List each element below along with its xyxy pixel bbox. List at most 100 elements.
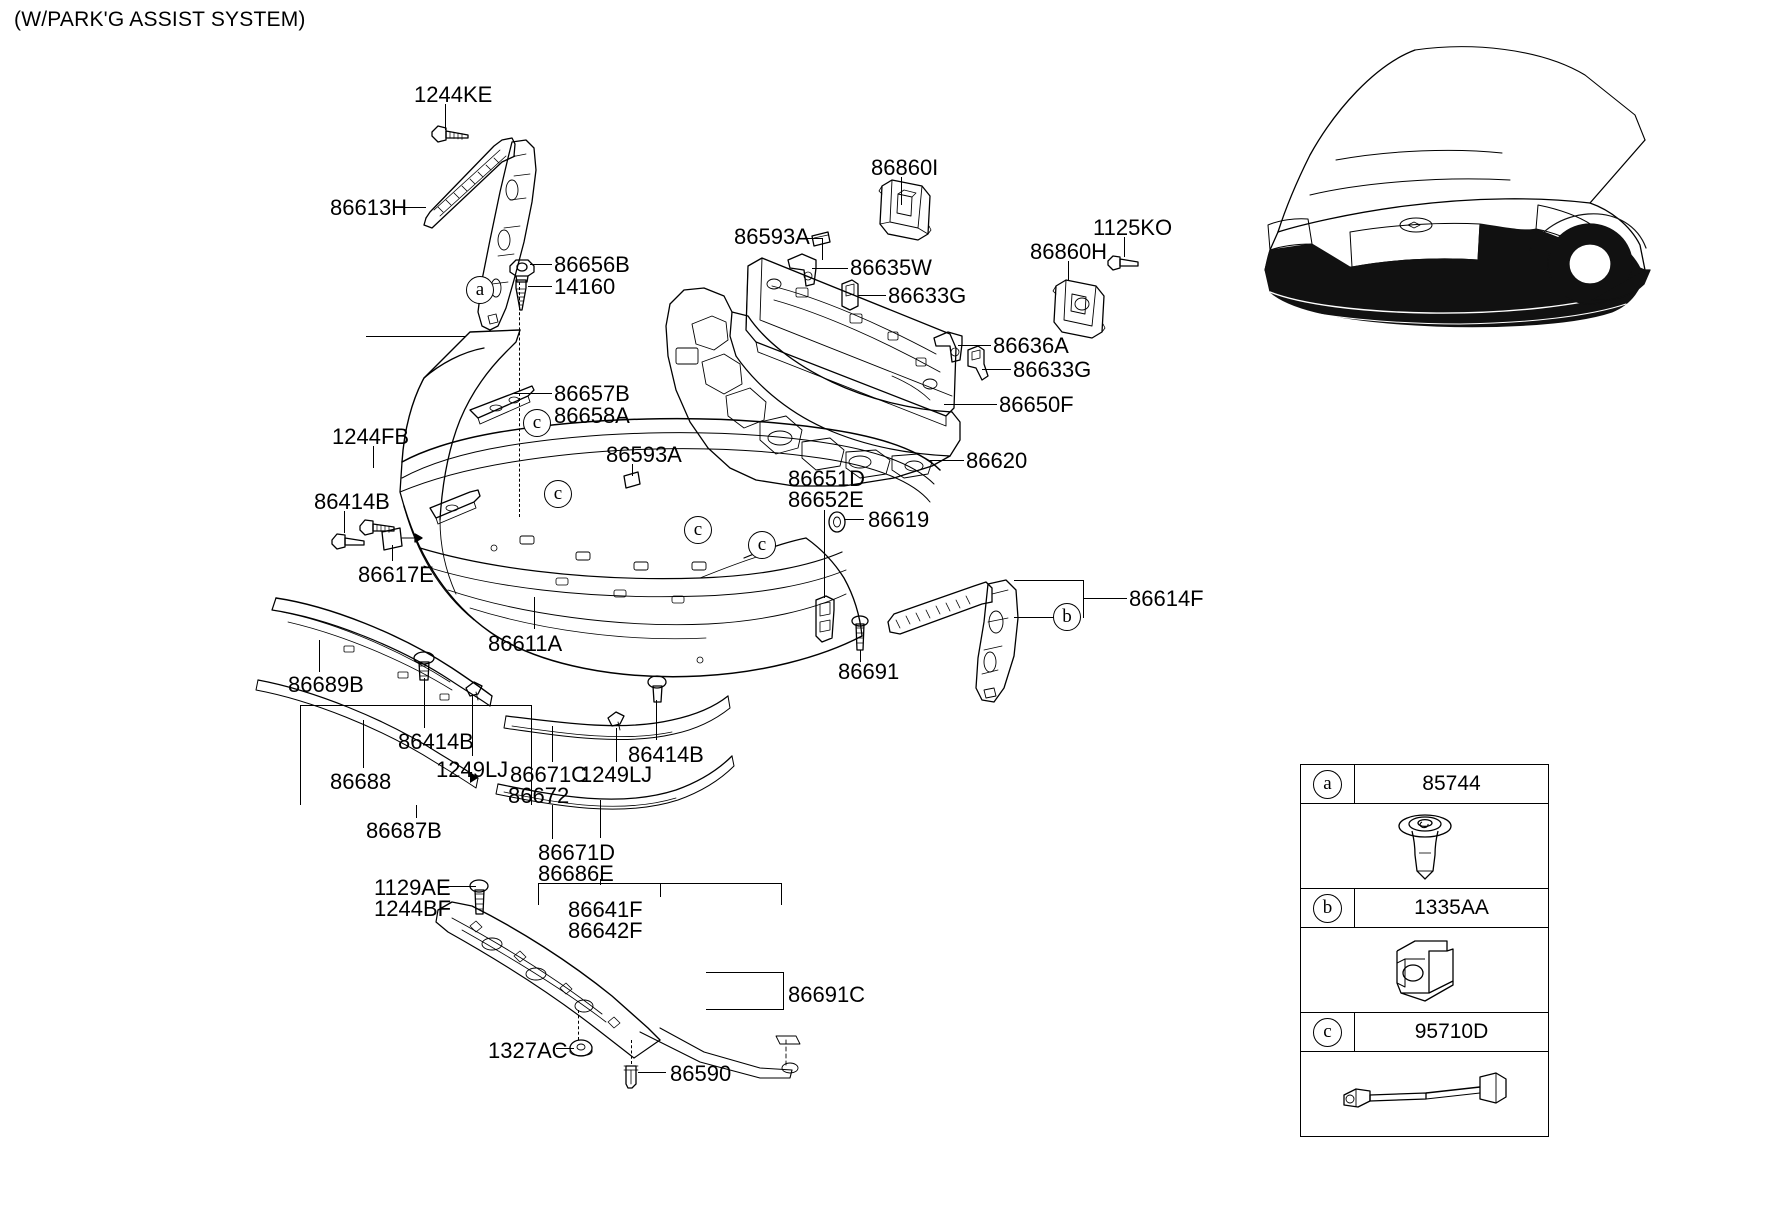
push-rivet-clip-icon xyxy=(1397,814,1452,880)
leader-86611a xyxy=(534,597,535,629)
part-14160-screw xyxy=(515,279,527,311)
label-86641f: 86641F xyxy=(568,897,643,922)
callout-c-right: c xyxy=(748,531,776,559)
leader-86860i xyxy=(901,177,902,205)
callout-c-left: c xyxy=(544,480,572,508)
leader-86590-axis xyxy=(631,1040,632,1064)
label-86691c: 86691C xyxy=(788,982,866,1007)
leader-callout-a xyxy=(366,336,466,337)
legend-icon-a-cell xyxy=(1301,804,1548,889)
leader-86656b-axis xyxy=(519,282,520,517)
leader-86636a xyxy=(958,345,991,346)
leader-1249lj-left xyxy=(472,694,473,756)
leader-86593a-top-v xyxy=(822,238,823,260)
label-86687b: 86687B xyxy=(366,818,442,843)
leader-86590 xyxy=(638,1072,666,1073)
label-86590: 86590 xyxy=(670,1061,732,1086)
label-86656b: 86656B xyxy=(554,252,630,277)
vehicle-illustration xyxy=(1264,46,1651,328)
legend-key-b-circle: b xyxy=(1313,893,1342,923)
leader-86691 xyxy=(860,650,861,662)
part-86593a-tab-top xyxy=(811,231,831,247)
label-86611a: 86611A xyxy=(488,631,563,656)
label-86635w: 86635W xyxy=(850,255,932,280)
legend-icon-c-cell xyxy=(1301,1052,1548,1136)
leader-86671d xyxy=(600,800,601,838)
label-86652e: 86652E xyxy=(788,487,864,512)
leader-1244fb xyxy=(373,446,374,468)
callout-c-upper: c xyxy=(523,409,551,437)
label-86860i: 86860I xyxy=(871,155,939,180)
label-1249lj-left: 1249LJ xyxy=(436,757,509,782)
label-1129ae: 1129AE xyxy=(374,875,451,900)
label-86657b: 86657B xyxy=(554,381,630,406)
legend-key-b: b xyxy=(1301,889,1355,927)
label-1244ke: 1244KE xyxy=(414,82,493,107)
label-86860h: 86860H xyxy=(1030,239,1108,264)
bracket-86687b-group xyxy=(300,705,532,805)
part-86671c-molding xyxy=(503,695,731,741)
leader-86860h xyxy=(1068,261,1069,281)
label-86651d: 86651D xyxy=(788,466,866,491)
leader-86593a-top xyxy=(806,238,822,239)
label-86613h: 86613H xyxy=(330,195,408,220)
leader-86687b xyxy=(416,805,417,818)
leader-86619 xyxy=(844,519,864,520)
part-86414b-screw-right xyxy=(647,675,667,703)
leader-86672 xyxy=(552,805,553,839)
label-86619: 86619 xyxy=(868,507,930,532)
leader-86620 xyxy=(930,460,964,461)
label-1249lj-right: 1249LJ xyxy=(580,762,653,787)
label-86633g-bottom: 86633G xyxy=(1013,357,1092,382)
parking-sensor-icon xyxy=(1342,1072,1507,1108)
part-86620-back-beam xyxy=(665,287,961,487)
part-86633g-clip-bottom xyxy=(967,345,989,381)
spring-nut-clip-icon xyxy=(1395,940,1454,1002)
leader-86614f-bottom xyxy=(1014,617,1054,618)
leader-86688 xyxy=(363,720,364,768)
label-86671c: 86671C xyxy=(510,762,588,787)
label-1125ko: 1125KO xyxy=(1093,215,1173,240)
part-86414b-screw-left xyxy=(331,533,365,550)
part-86617e-clip xyxy=(381,527,423,551)
label-86620: 86620 xyxy=(966,448,1028,473)
part-1125ko-bolt xyxy=(1107,255,1139,271)
part-86860i-bracket xyxy=(878,179,932,241)
leader-14160 xyxy=(528,286,552,287)
leader-1327ac xyxy=(556,1048,574,1049)
legend-part-number-a: 85744 xyxy=(1422,772,1481,795)
legend-row-b: b 1335AA xyxy=(1301,889,1548,928)
part-86651d-bracket xyxy=(815,595,835,643)
part-86658a-bracket xyxy=(429,489,481,525)
part-1249lj-clip-left xyxy=(465,681,483,701)
legend-key-a-circle: a xyxy=(1313,769,1342,799)
page-title: (W/PARK'G ASSIST SYSTEM) xyxy=(14,8,306,31)
part-86414b-screw-mid xyxy=(413,651,435,681)
label-86658a: 86658A xyxy=(554,403,630,428)
part-86614f-bracket xyxy=(887,579,1019,703)
label-86686e: 86686E xyxy=(538,861,614,886)
part-86691-bolt xyxy=(851,615,869,651)
leader-86633g-bottom xyxy=(982,369,1011,370)
part-86635w-bracket xyxy=(787,253,817,287)
label-86414b-mid: 86414B xyxy=(398,729,474,754)
leader-86633g-top xyxy=(858,295,886,296)
label-1327ac: 1327AC xyxy=(488,1038,568,1063)
legend-icon-b-cell xyxy=(1301,928,1548,1013)
leader-86671c xyxy=(552,726,553,762)
legend-table: a 85744 b 1335AA xyxy=(1300,764,1549,1137)
label-1244bf: 1244BF xyxy=(374,896,452,921)
label-86614f: 86614F xyxy=(1129,586,1204,611)
legend-part-number-b: 1335AA xyxy=(1414,896,1489,919)
part-1244fb-bolt xyxy=(359,519,395,536)
leader-callout-a2 xyxy=(366,336,367,337)
leader-86689b xyxy=(319,640,320,672)
callout-a-bumper-cover: a xyxy=(466,276,494,304)
label-86689b: 86689B xyxy=(288,672,364,697)
label-86593a-mid: 86593A xyxy=(606,442,682,467)
leader-86657b xyxy=(512,393,552,394)
label-86617e: 86617E xyxy=(358,562,434,587)
label-86633g-top: 86633G xyxy=(888,283,967,308)
label-14160: 14160 xyxy=(554,274,616,299)
leader-86614f-top xyxy=(1014,580,1084,581)
